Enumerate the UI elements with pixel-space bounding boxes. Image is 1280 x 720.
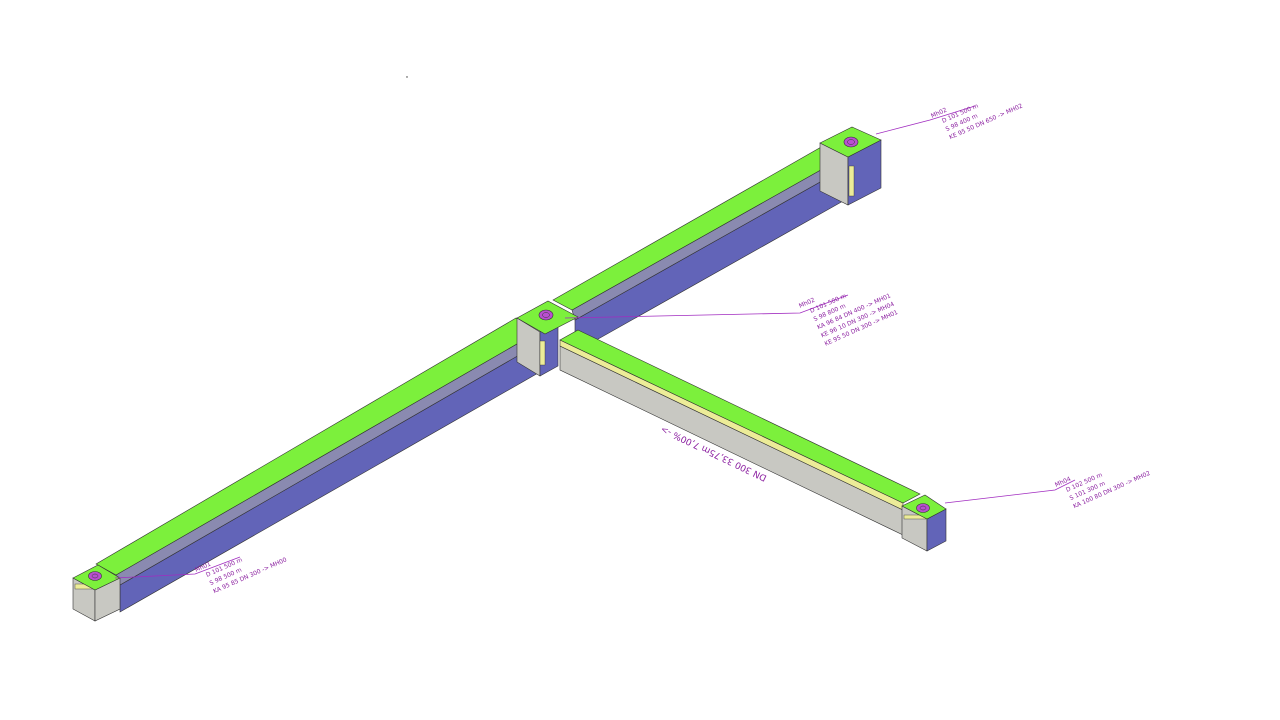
manhole-north-cover bbox=[843, 136, 859, 148]
manhole-east-cover-inner bbox=[919, 505, 927, 511]
trunk-ne-top-face bbox=[552, 145, 843, 311]
manhole-center[interactable] bbox=[516, 300, 579, 377]
manhole-north[interactable] bbox=[819, 126, 882, 206]
manhole-north-cover-inner bbox=[847, 139, 855, 145]
manhole-east[interactable] bbox=[901, 494, 947, 552]
main-trunk-pipe[interactable] bbox=[95, 145, 846, 613]
leader-center bbox=[564, 294, 849, 319]
trunk-sw-bedding-strip bbox=[115, 332, 541, 586]
manhole-west-cover bbox=[88, 571, 102, 581]
branch-pipe[interactable] bbox=[559, 329, 921, 536]
leader-lines bbox=[114, 105, 1076, 579]
manhole-center-cover bbox=[538, 309, 554, 321]
trunk-ne-bedding-strip bbox=[571, 157, 846, 321]
branch-top-face bbox=[559, 329, 921, 504]
branch-side-face bbox=[559, 345, 904, 536]
label-east: Mh04 D 102 500 m S 101 300 m KA 100 80 D… bbox=[1054, 470, 1152, 510]
stray-point bbox=[406, 76, 408, 78]
trunk-sw-side-face bbox=[119, 342, 541, 613]
leader-north bbox=[875, 105, 976, 135]
label-north: Mh02 D 101 500 m S 98 400 m KE 95 50 DN … bbox=[930, 102, 1024, 141]
branch-bedding-strip bbox=[559, 339, 904, 511]
manhole-east-cover bbox=[916, 503, 930, 513]
trunk-ne-side-face bbox=[574, 167, 846, 353]
manhole-center-bedding bbox=[539, 340, 546, 366]
leader-east bbox=[944, 479, 1076, 504]
manhole-north-bedding bbox=[848, 165, 855, 197]
manhole-west-cover-inner bbox=[91, 573, 99, 579]
manhole-center-cover-inner bbox=[542, 312, 550, 318]
trunk-sw-top-face bbox=[95, 317, 537, 576]
leader-west bbox=[114, 556, 241, 579]
label-center: Mh02 D 101 500 m S 98 800 m KA 96 84 DN … bbox=[798, 292, 899, 347]
